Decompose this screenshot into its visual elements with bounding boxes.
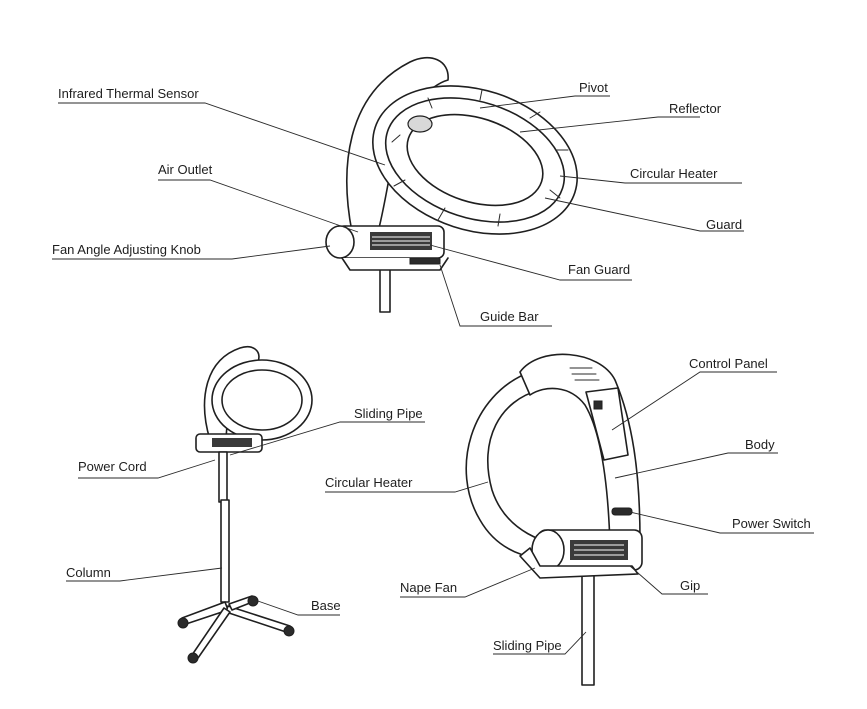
- label-nape-fan: Nape Fan: [400, 580, 457, 595]
- label-guard: Guard: [706, 217, 742, 232]
- closeup-grip: [519, 547, 639, 579]
- label-power-switch: Power Switch: [732, 516, 811, 531]
- control-panel-button: [593, 400, 603, 410]
- label-circular-heater-closeup: Circular Heater: [325, 475, 413, 490]
- label-sliding-pipe-closeup: Sliding Pipe: [493, 638, 562, 653]
- closeup-sliding-pipe: [581, 574, 595, 686]
- label-control-panel: Control Panel: [689, 356, 768, 371]
- label-base: Base: [311, 598, 341, 613]
- figure-closeup: [465, 353, 643, 686]
- label-fan-angle-adjusting-knob: Fan Angle Adjusting Knob: [52, 242, 201, 257]
- guard-ribs: [391, 89, 569, 227]
- leader-lines: [52, 95, 814, 655]
- stand-ring-inner: [221, 369, 303, 431]
- label-infrared-thermal-sensor: Infrared Thermal Sensor: [58, 86, 199, 101]
- label-column: Column: [66, 565, 111, 580]
- label-air-outlet: Air Outlet: [158, 162, 213, 177]
- heater-ring-inner: [406, 113, 544, 207]
- label-body: Body: [745, 437, 775, 452]
- vent-slots: [569, 367, 600, 381]
- labels: Infrared Thermal Sensor Pivot Reflector …: [52, 80, 811, 653]
- label-power-cord: Power Cord: [78, 459, 147, 474]
- label-gip: Gip: [680, 578, 700, 593]
- label-pivot: Pivot: [579, 80, 608, 95]
- column-shape: [220, 499, 230, 603]
- stand-base: [177, 595, 295, 664]
- label-circular-heater-top: Circular Heater: [630, 166, 718, 181]
- figure-top-device: [325, 56, 578, 313]
- guide-bar-grip: [409, 257, 441, 265]
- label-reflector: Reflector: [669, 101, 722, 116]
- power-switch-shape: [611, 507, 633, 516]
- fan-angle-knob: [325, 225, 355, 259]
- label-sliding-pipe-stand: Sliding Pipe: [354, 406, 423, 421]
- label-guide-bar: Guide Bar: [480, 309, 539, 324]
- fan-guard-grille: [370, 232, 432, 250]
- figure-stand: [177, 346, 313, 664]
- thermal-sensor: [407, 115, 433, 133]
- sliding-pipe-shape: [218, 451, 228, 503]
- label-fan-guard: Fan Guard: [568, 262, 630, 277]
